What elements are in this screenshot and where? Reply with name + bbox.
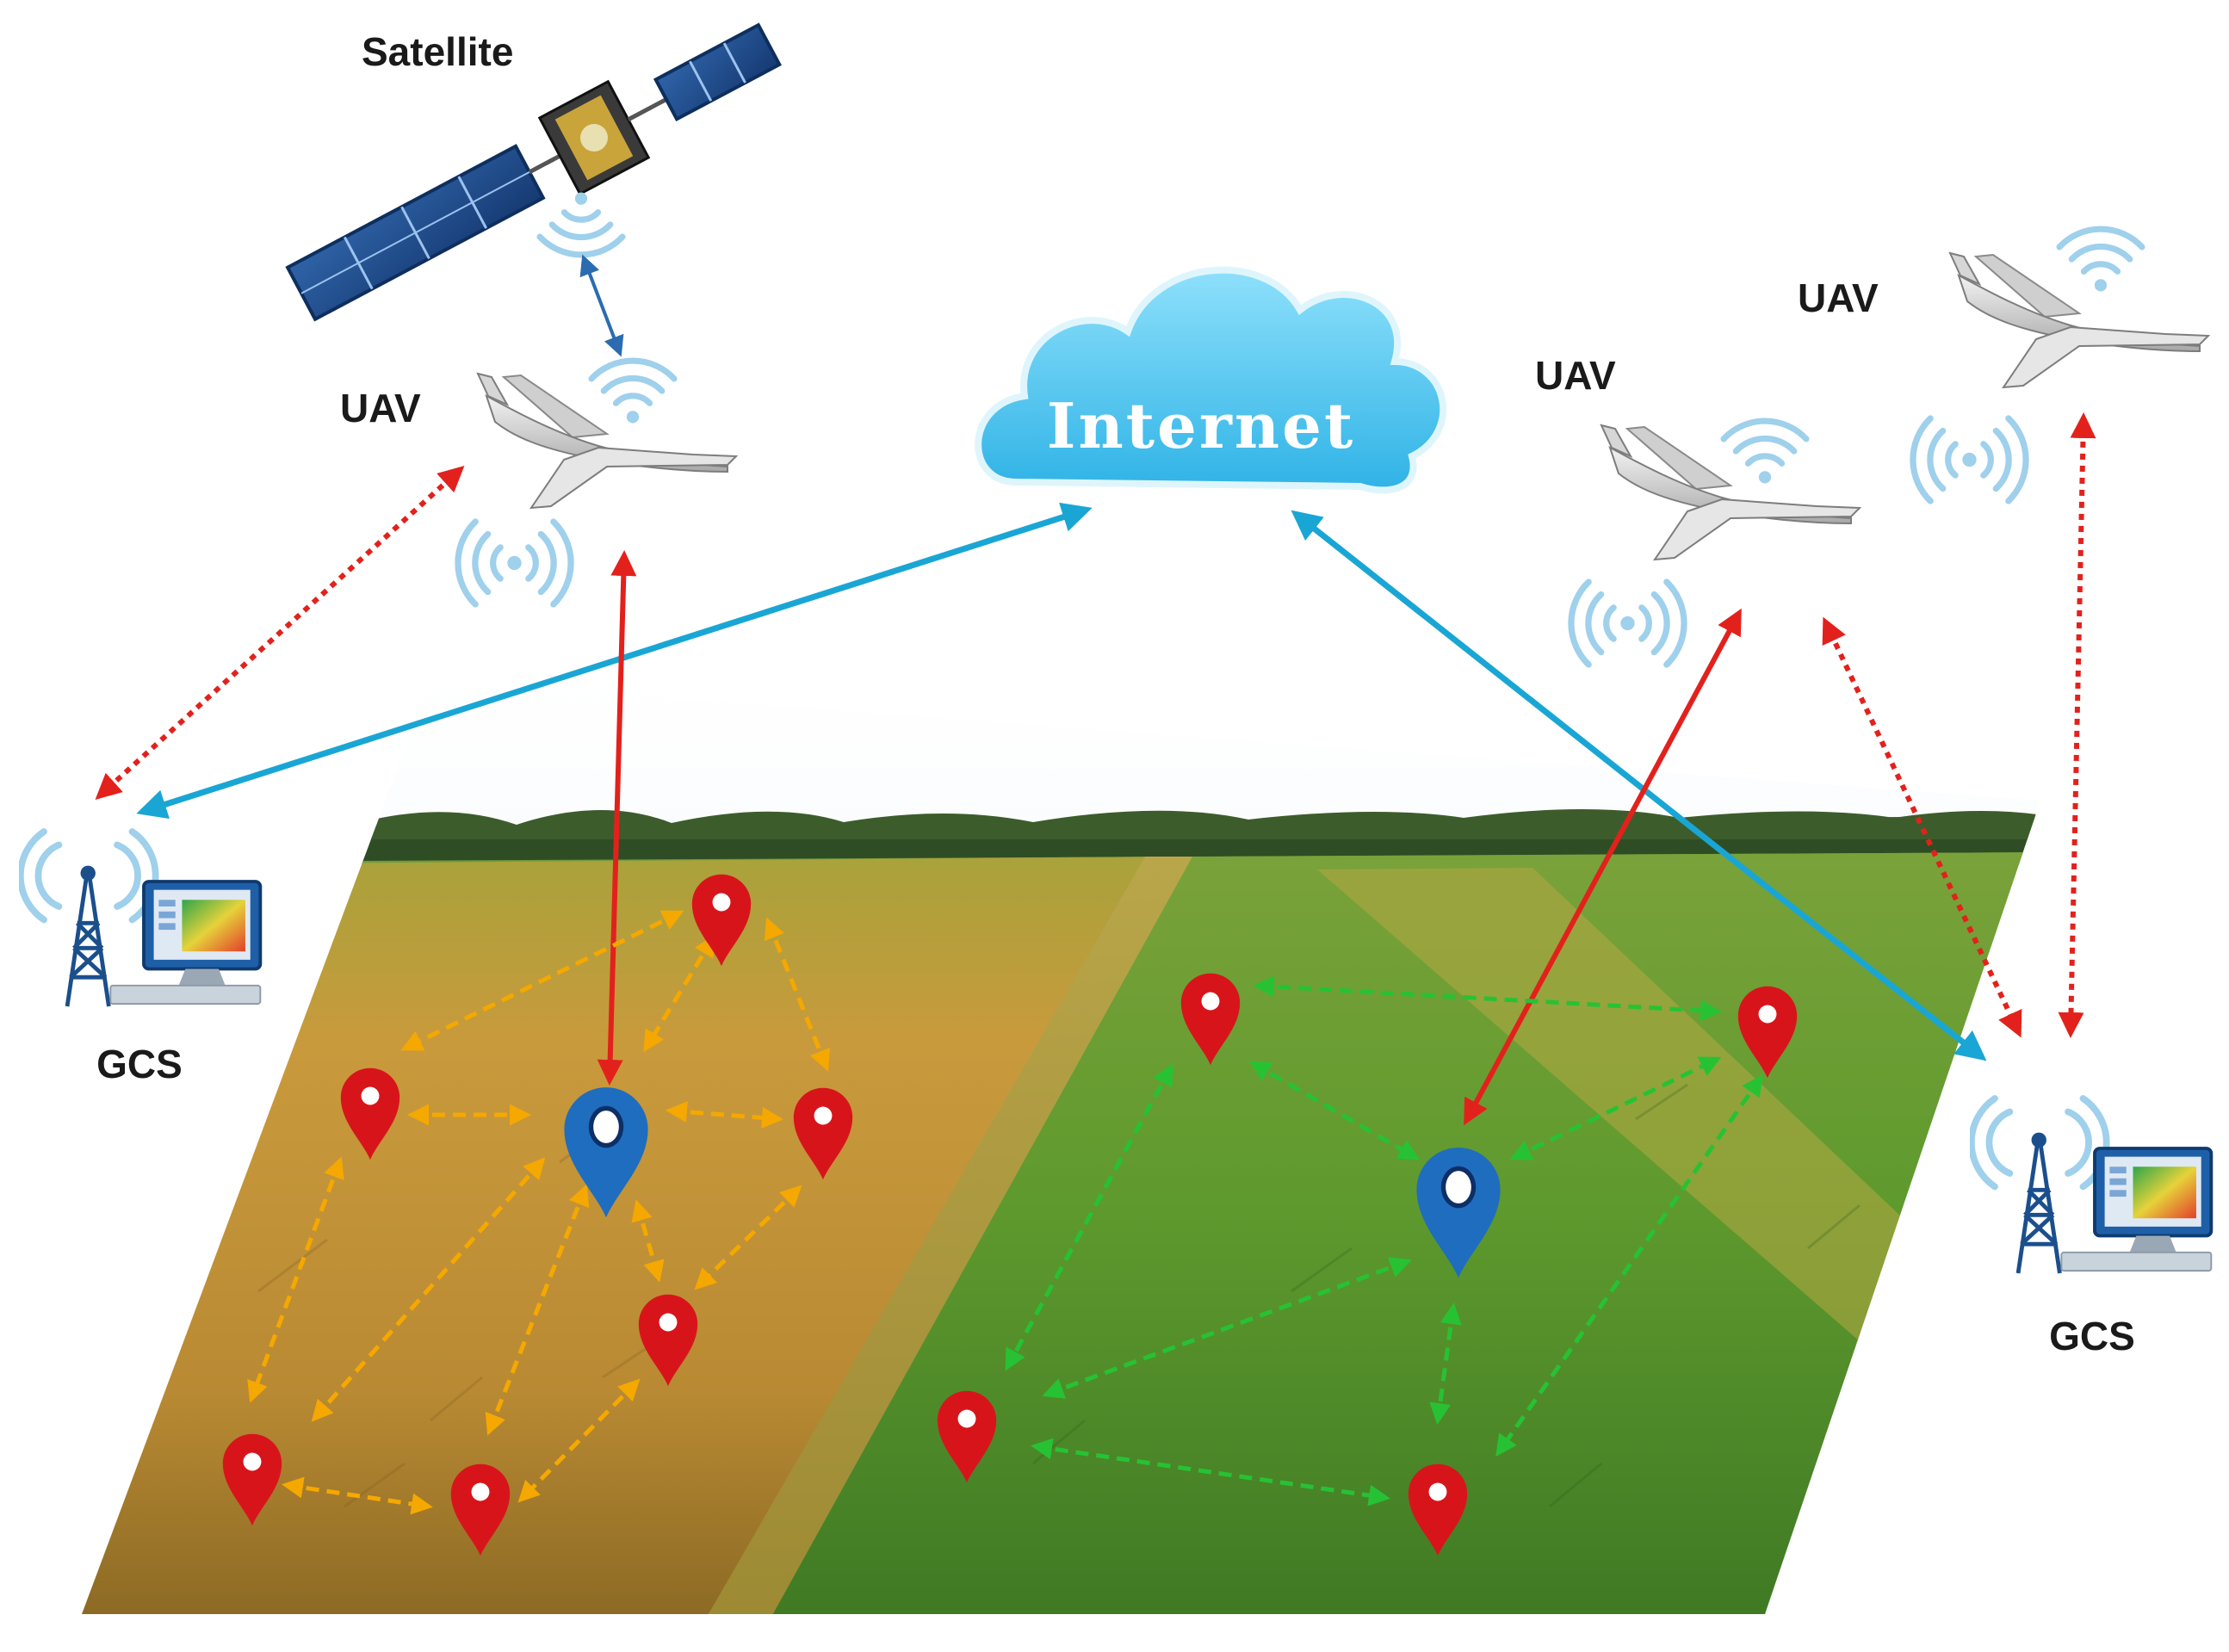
gcs-right-station-icon (1972, 1098, 2212, 1273)
uav-left-radio-icon (458, 522, 571, 604)
left-cluster-mesh (247, 910, 831, 1515)
uav-left-gcs-link (95, 465, 465, 801)
communication-links (95, 254, 2096, 1126)
uav-middle-radio-icon (1571, 582, 1684, 665)
uav-right-gcs-link (2058, 412, 2096, 1038)
gcs-left-station-icon (21, 832, 261, 1006)
uav-middle-uplink-icon (1724, 421, 1806, 483)
satellite-uav-link (579, 254, 624, 357)
satellite-label: Satellite (362, 29, 513, 74)
satellite-signal-icon (540, 193, 622, 255)
internet-cloud-icon (975, 266, 1447, 494)
gcs-left-label: GCS (96, 1042, 183, 1086)
uav-right-label: UAV (1798, 275, 1879, 320)
uav-right-uplink-icon (2059, 229, 2142, 291)
uav-right-icon (1949, 252, 2209, 388)
uav-middle-label: UAV (1535, 353, 1616, 398)
satellite-icon (285, 22, 782, 322)
uav-left-uplink-icon (591, 361, 674, 423)
uav-middle-icon (1601, 424, 1861, 560)
uav-left-label: UAV (340, 386, 421, 430)
uav-middle-gcs-link (1822, 616, 2022, 1038)
right-cluster-mesh (1005, 975, 1763, 1507)
uav-right-radio-icon (1913, 418, 2026, 501)
gcs-right-label: GCS (2049, 1314, 2135, 1358)
uav-middle-sink-link (1464, 608, 1742, 1126)
uav-left-icon (477, 373, 737, 509)
internet-label: Internet (1047, 389, 1355, 462)
